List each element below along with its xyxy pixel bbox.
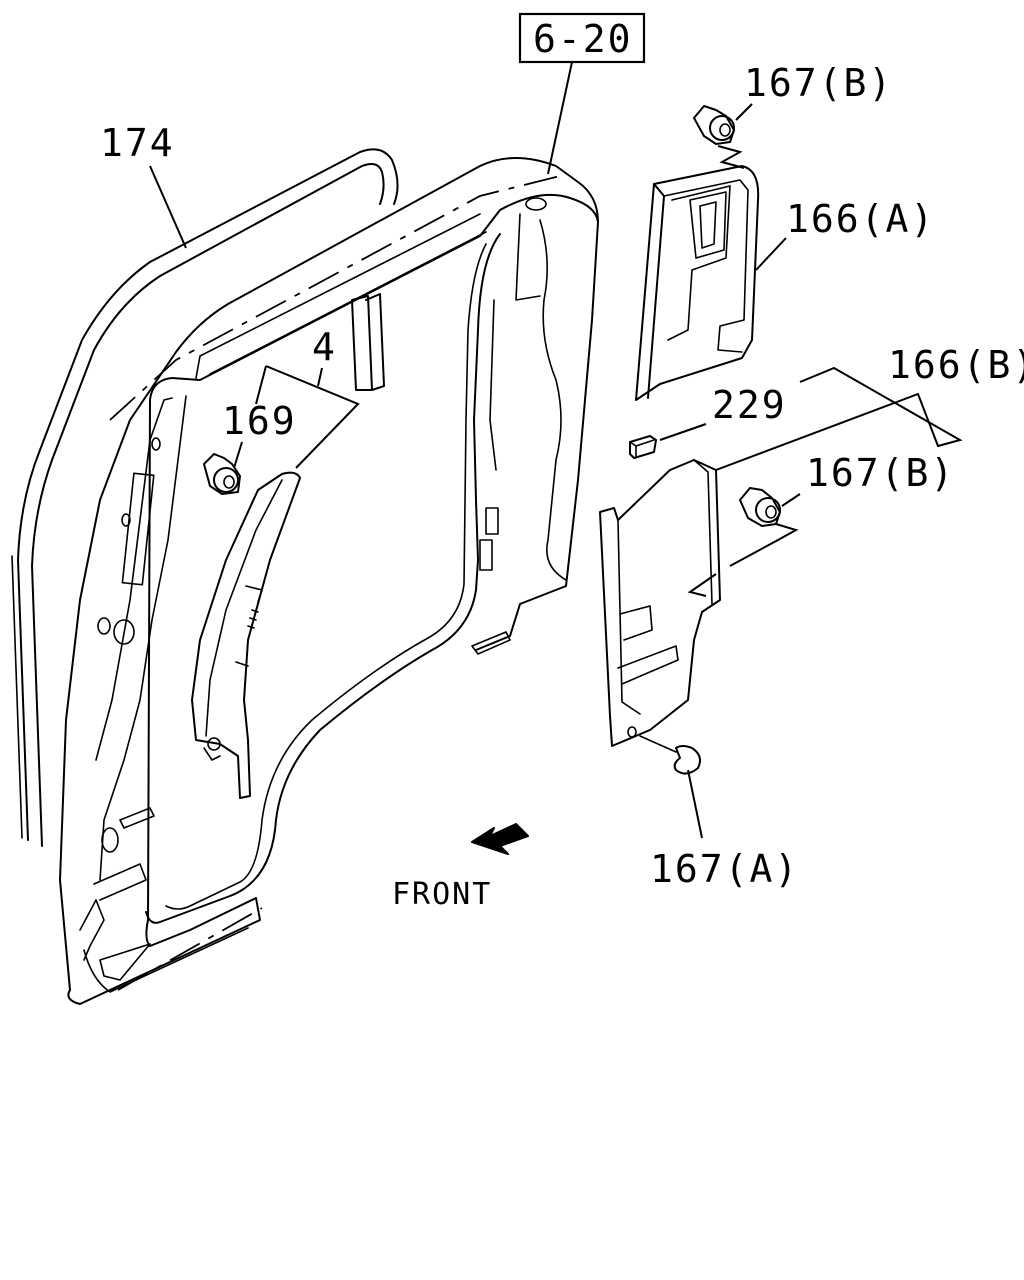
label-169: 169 — [222, 399, 297, 443]
clip-169 — [203, 453, 241, 495]
leader-229 — [659, 423, 707, 441]
weatherstrip-174 — [11, 148, 399, 847]
leader-169 — [233, 441, 243, 469]
dash-167b-mid — [687, 573, 717, 597]
panel-166b — [599, 459, 721, 747]
label-167b-mid: 167(B) — [806, 451, 955, 495]
reference-box[interactable]: 6-20 — [518, 12, 646, 64]
clip-167b-mid — [739, 487, 781, 527]
reference-label: 6-20 — [533, 17, 633, 61]
label-229: 229 — [712, 383, 787, 427]
label-4: 4 — [312, 325, 337, 369]
front-label: FRONT — [392, 877, 492, 912]
front-arrow-icon — [471, 823, 529, 855]
zigzag-167b-top — [717, 145, 745, 169]
clip-167a — [639, 735, 701, 775]
door-frame — [59, 157, 599, 1005]
label-174: 174 — [100, 121, 175, 165]
panel-166a — [635, 165, 760, 401]
clip-167b-top — [693, 105, 735, 145]
zigzag-167b-mid — [729, 523, 799, 567]
label-166a: 166(A) — [786, 197, 935, 241]
leader-167b-mid — [781, 493, 801, 507]
leader-167a — [687, 769, 703, 839]
leader-166b — [715, 366, 963, 471]
label-166b: 166(B) — [888, 343, 1024, 387]
reference-leader — [547, 61, 573, 175]
leader-174 — [149, 165, 187, 249]
label-167b-top: 167(B) — [744, 61, 893, 105]
leader-166a — [755, 237, 787, 271]
label-167a: 167(A) — [650, 847, 799, 891]
leader-167b-top — [735, 103, 753, 121]
leader-4 — [255, 365, 360, 469]
trim-4 — [191, 471, 301, 799]
pad-229 — [629, 435, 657, 459]
